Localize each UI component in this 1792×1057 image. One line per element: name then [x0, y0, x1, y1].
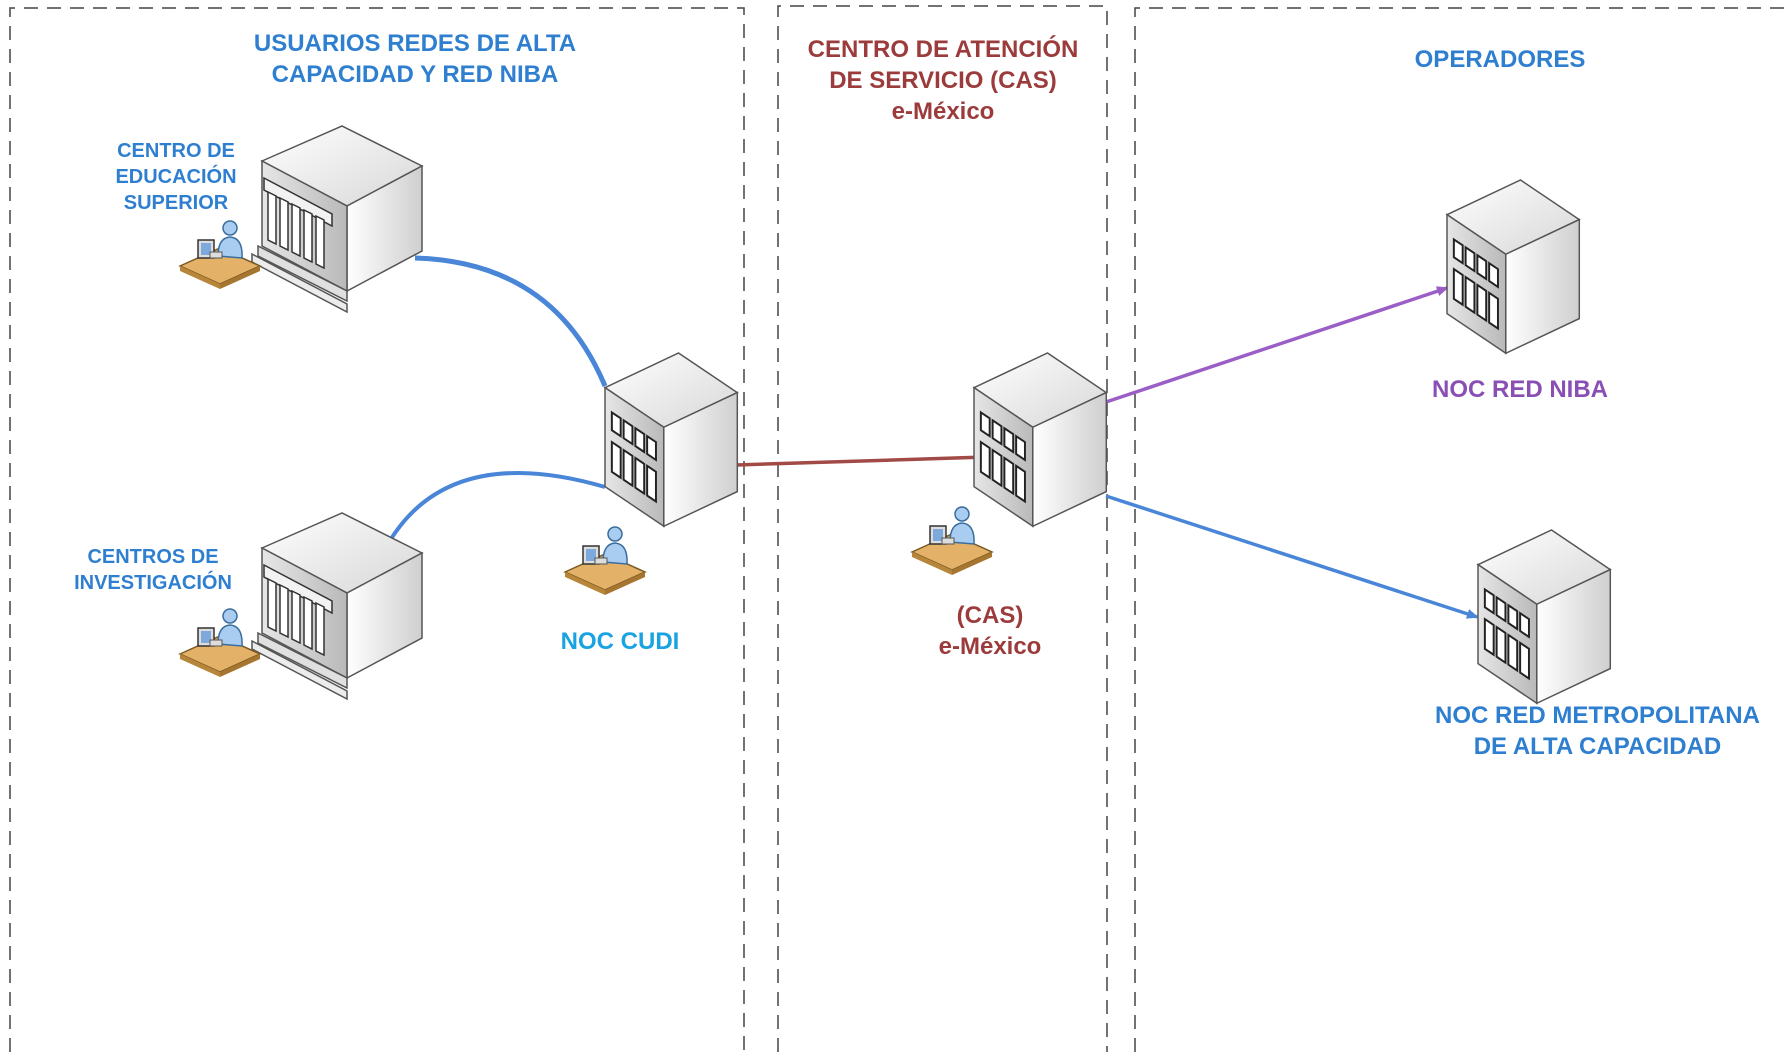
label-noc-metro: NOC RED METROPOLITANA DE ALTA CAPACIDAD [1435, 702, 1760, 761]
label-noc-niba: NOC RED NIBA [1431, 376, 1608, 403]
section-title-usuarios: USUARIOS REDES DE ALTA CAPACIDAD Y RED N… [253, 30, 577, 89]
label-educacion: CENTRO DE EDUCACIÓN SUPERIOR [115, 140, 237, 214]
operator-investigacion-icon [179, 608, 261, 678]
section-title-cas: CENTRO DE ATENCIÓN DE SERVICIO (CAS) e-M… [807, 36, 1079, 126]
link-educacion-noc [414, 255, 608, 387]
operator-educacion-icon [179, 220, 261, 290]
section-borders [9, 5, 1792, 1052]
link-cas-metro [1105, 494, 1479, 619]
building-educacion-icon [251, 125, 423, 313]
link-noc-cas [735, 452, 988, 467]
building-noc-cudi-icon [604, 352, 739, 528]
link-cas-niba [1105, 286, 1449, 404]
building-noc-metro-icon [1477, 529, 1612, 705]
label-noc-cudi: NOC CUDI [560, 628, 680, 655]
building-investigacion-icon [251, 512, 423, 700]
section-border-cas [777, 5, 1108, 1052]
section-border-operadores [1134, 7, 1792, 1052]
operator-cas-icon [911, 506, 993, 576]
label-investigacion: CENTROS DE INVESTIGACIÓN [74, 546, 232, 594]
building-noc-niba-icon [1446, 179, 1581, 355]
building-cas-icon [973, 352, 1108, 528]
link-investigacion-noc [382, 471, 606, 552]
section-border-usuarios [9, 7, 745, 1052]
section-title-operadores: OPERADORES [1414, 46, 1586, 73]
label-cas: (CAS) e-México [938, 602, 1042, 661]
operator-noc-cudi-icon [564, 526, 646, 596]
